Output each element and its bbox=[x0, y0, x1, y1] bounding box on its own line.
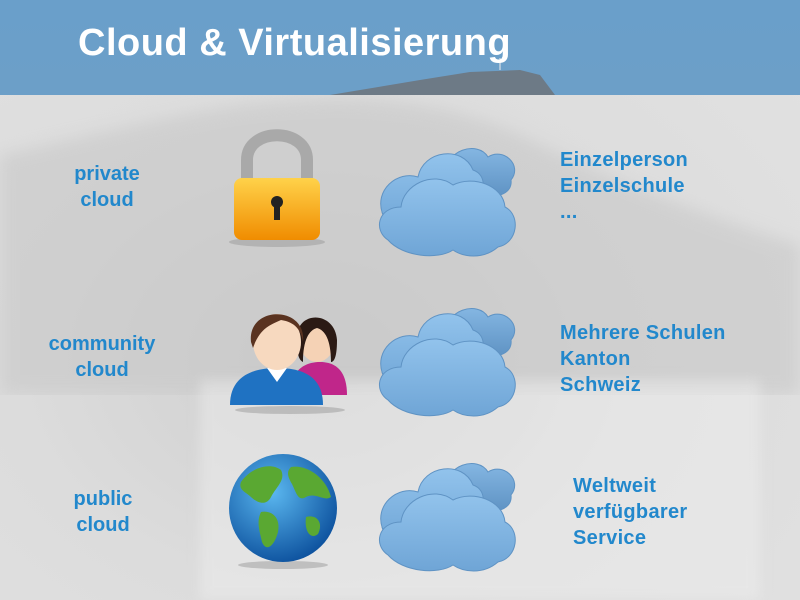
cloud-icon bbox=[373, 295, 518, 420]
row-description-community: Mehrere Schulen Kanton Schweiz bbox=[560, 320, 726, 398]
label-line: cloud bbox=[80, 189, 134, 211]
label-line: private bbox=[74, 163, 140, 185]
desc-line: Kanton bbox=[560, 348, 631, 370]
row-label-private: private cloud bbox=[27, 161, 187, 213]
desc-line: Service bbox=[573, 527, 647, 549]
desc-line: Weltweit bbox=[573, 475, 657, 497]
users-icon bbox=[230, 314, 347, 414]
row-description-private: Einzelperson Einzelschule ... bbox=[560, 147, 688, 225]
label-line: public bbox=[73, 488, 133, 510]
slide-header: Cloud & Virtualisierung bbox=[0, 0, 800, 95]
desc-line: Einzelschule bbox=[560, 175, 685, 197]
desc-line: Schweiz bbox=[560, 374, 642, 396]
row-description-public: Weltweit verfügbarer Service bbox=[573, 473, 687, 551]
slide-title: Cloud & Virtualisierung bbox=[78, 22, 512, 64]
cloud-icon bbox=[373, 135, 518, 260]
desc-line: verfügbarer bbox=[573, 501, 688, 523]
label-line: cloud bbox=[76, 514, 130, 536]
mountain-image bbox=[330, 58, 555, 95]
label-line: community bbox=[48, 333, 156, 355]
desc-line: Mehrere Schulen bbox=[560, 322, 726, 344]
desc-line: ... bbox=[560, 201, 578, 223]
row-label-public: public cloud bbox=[23, 486, 183, 538]
label-line: cloud bbox=[75, 359, 129, 381]
globe-icon bbox=[229, 454, 337, 569]
padlock-icon bbox=[229, 129, 325, 247]
desc-line: Einzelperson bbox=[560, 149, 689, 171]
row-label-community: community cloud bbox=[22, 331, 182, 383]
cloud-icon bbox=[373, 450, 518, 575]
